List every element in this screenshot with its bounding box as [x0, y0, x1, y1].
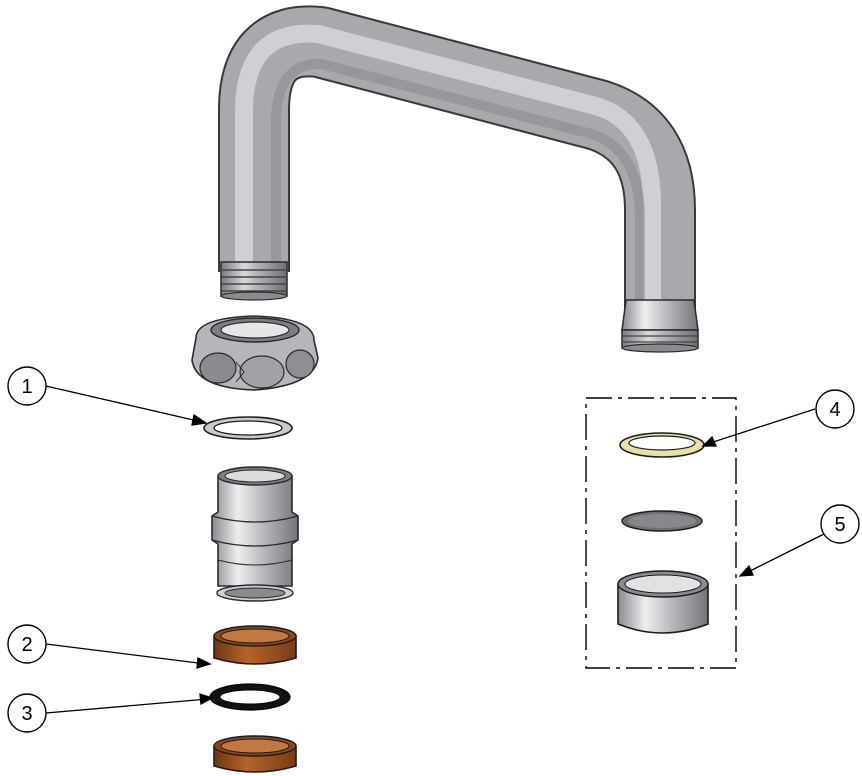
aerator-housing [617, 570, 709, 634]
callout-4: 4 [815, 389, 855, 429]
leader-line-4 [706, 408, 816, 445]
aerator-assembly-box [585, 397, 737, 669]
coupling-nut [191, 315, 319, 391]
tailpiece-adapter [211, 466, 299, 602]
callout-3: 3 [7, 693, 47, 733]
leader-lines [45, 385, 825, 714]
copper-sleeve-upper [213, 625, 297, 665]
callout-label-4: 4 [829, 399, 840, 421]
spout-left-thread [220, 261, 288, 301]
callout-1: 1 [7, 366, 47, 406]
flat-washer [203, 416, 293, 440]
leader-line-5 [743, 533, 825, 575]
spout-tube [218, 5, 696, 320]
callout-label-3: 3 [21, 703, 32, 725]
o-ring [209, 683, 291, 711]
leader-line-1 [45, 385, 203, 423]
leader-arrow-1 [191, 413, 208, 426]
callout-2: 2 [7, 624, 47, 664]
leader-arrow-2 [196, 656, 212, 669]
callout-label-1: 1 [21, 376, 32, 398]
callout-label-2: 2 [21, 634, 32, 656]
leader-arrow-5 [738, 564, 754, 577]
leader-line-2 [45, 643, 207, 665]
callout-label-5: 5 [834, 514, 845, 536]
aerator-screen [621, 510, 703, 532]
copper-sleeve-lower [213, 735, 297, 773]
leader-arrow-4 [701, 435, 718, 447]
aerator-washer [619, 432, 705, 458]
spout-outlet-end [621, 299, 699, 353]
leader-line-3 [45, 698, 209, 714]
callout-5: 5 [820, 504, 860, 544]
leader-arrow-3 [199, 693, 214, 706]
